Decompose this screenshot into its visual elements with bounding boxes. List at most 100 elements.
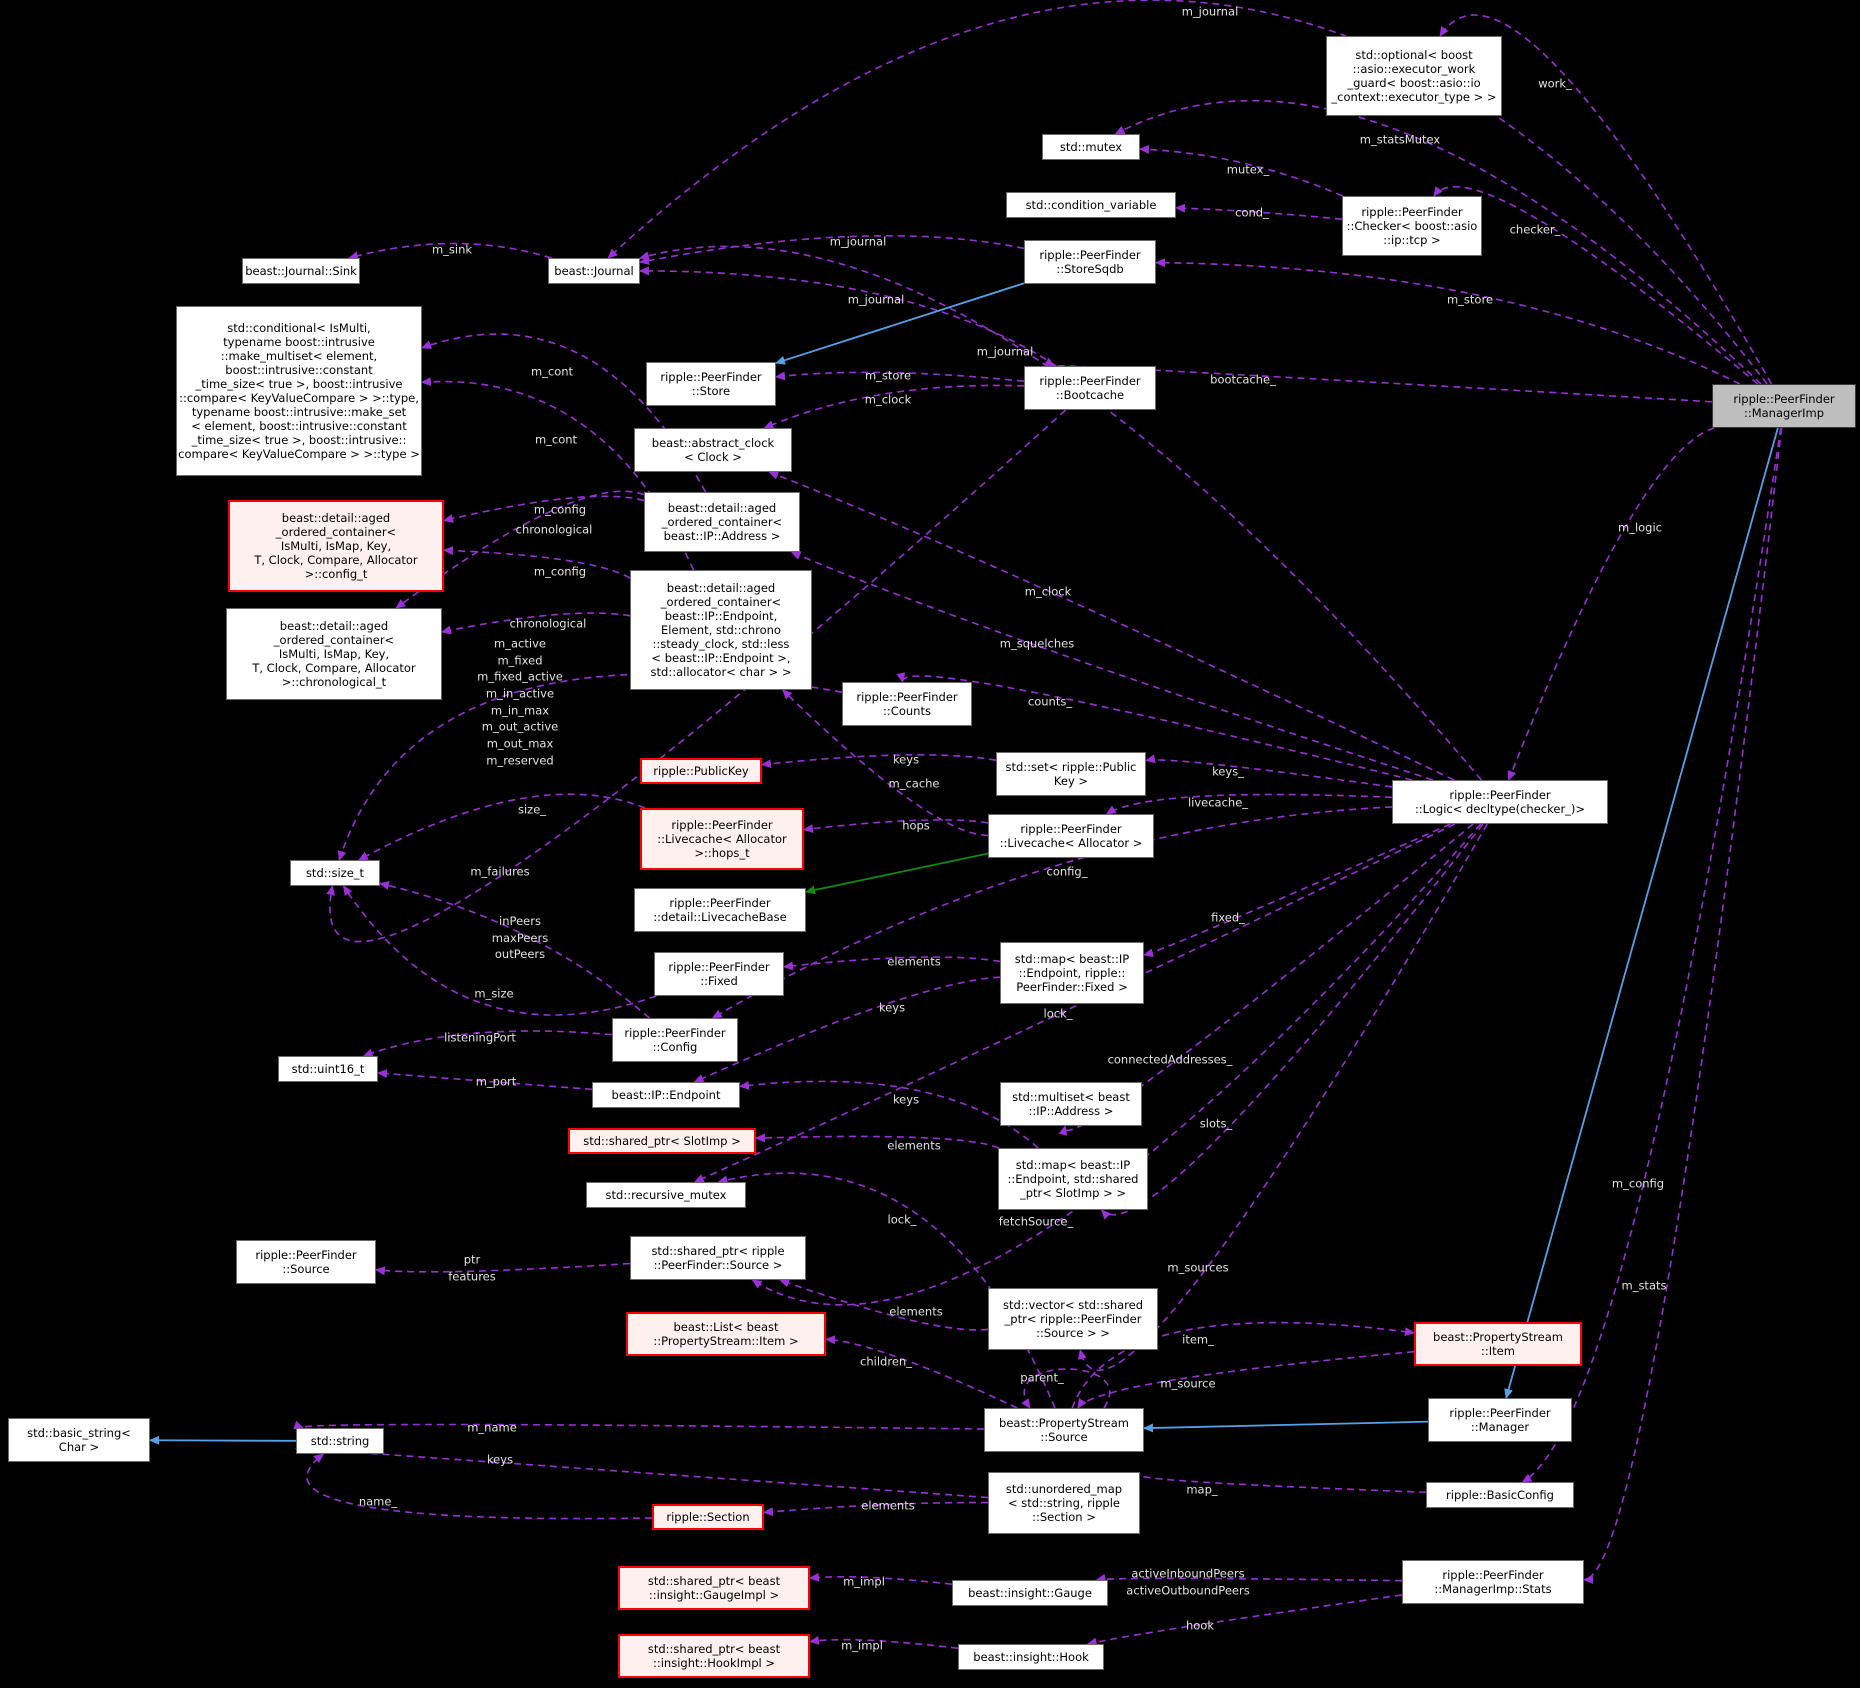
node-label-line: beast::IP::Address > xyxy=(663,529,781,543)
node-opt_work[interactable]: std::optional< boost::asio::executor_wor… xyxy=(1326,36,1502,116)
edge-bootcache-size_t xyxy=(326,409,1067,943)
node-hops_t[interactable]: ripple::PeerFinder::Livecache< Allocator… xyxy=(640,808,804,870)
edge-livecache-livecachebase xyxy=(805,852,989,895)
node-label-line: ripple::PeerFinder xyxy=(1449,1405,1551,1420)
node-label-line: ::compare< KeyValueCompare > >::type, xyxy=(179,391,419,405)
node-label-line: ripple::PublicKey xyxy=(653,763,749,778)
node-ps_source[interactable]: beast::PropertyStream::Source xyxy=(984,1408,1144,1452)
node-label-line: ripple::PeerFinder xyxy=(624,1025,726,1040)
node-label-line: ripple::Section xyxy=(666,1509,750,1524)
node-gaugeimpl[interactable]: std::shared_ptr< beast::insight::GaugeIm… xyxy=(618,1566,810,1610)
node-storesqdb[interactable]: ripple::PeerFinder::StoreSqdb xyxy=(1024,240,1156,284)
node-vector_source[interactable]: std::vector< std::shared_ptr< ripple::Pe… xyxy=(988,1288,1158,1350)
node-counts[interactable]: ripple::PeerFinder::Counts xyxy=(842,682,972,726)
node-livecache[interactable]: ripple::PeerFinder::Livecache< Allocator… xyxy=(988,814,1154,858)
node-uint16[interactable]: std::uint16_t xyxy=(278,1056,378,1082)
node-label-line: ripple::PeerFinder xyxy=(671,817,773,832)
node-map_slotimp[interactable]: std::map< beast::IP::Endpoint, std::shar… xyxy=(998,1148,1148,1210)
node-hook[interactable]: beast::insight::Hook xyxy=(958,1644,1104,1670)
node-label-line: < std::string, ripple xyxy=(1008,1495,1120,1510)
node-ps_item[interactable]: beast::PropertyStream::Item xyxy=(1414,1322,1582,1366)
node-label-line: ::steady_clock, std::less xyxy=(652,637,790,651)
node-pf_source[interactable]: ripple::PeerFinder::Source xyxy=(236,1240,376,1284)
node-label-line: std::shared_ptr< beast xyxy=(647,1641,781,1656)
node-pubkey[interactable]: ripple::PublicKey xyxy=(640,758,762,784)
edge-ps_source-list_item xyxy=(825,1335,1018,1409)
node-journal[interactable]: beast::Journal xyxy=(548,258,640,284)
node-sink[interactable]: beast::Journal::Sink xyxy=(242,258,360,284)
node-managerimp[interactable]: ripple::PeerFinder::ManagerImp xyxy=(1712,384,1856,428)
node-config_t[interactable]: beast::detail::aged_ordered_container<Is… xyxy=(228,500,444,592)
node-chrono_t[interactable]: beast::detail::aged_ordered_container<Is… xyxy=(226,608,442,700)
node-gauge[interactable]: beast::insight::Gauge xyxy=(952,1580,1108,1606)
node-label-line: ripple::PeerFinder xyxy=(660,369,762,384)
node-label-line: ::Section > xyxy=(1032,1510,1096,1524)
node-label-line: _context::executor_type > > xyxy=(1331,90,1497,105)
node-endpoint[interactable]: beast::IP::Endpoint xyxy=(592,1082,740,1108)
node-aged_endpoint[interactable]: beast::detail::aged_ordered_container<be… xyxy=(630,570,812,690)
node-fixed[interactable]: ripple::PeerFinder::Fixed xyxy=(654,952,784,996)
edge-unordered_map-string xyxy=(295,1442,989,1499)
node-label-line: ::PropertyStream::Item > xyxy=(653,1334,799,1348)
node-cond_var[interactable]: std::condition_variable xyxy=(1006,192,1176,218)
node-label-line: Element, std::chrono xyxy=(661,622,781,637)
node-hookimpl[interactable]: std::shared_ptr< beast::insight::HookImp… xyxy=(618,1634,810,1678)
node-checker[interactable]: ripple::PeerFinder::Checker< boost::asio… xyxy=(1342,196,1482,256)
node-label-line: Key > xyxy=(1053,774,1089,788)
edge-managerimp-basic_config xyxy=(1521,427,1782,1483)
node-list_item[interactable]: beast::List< beast::PropertyStream::Item… xyxy=(626,1312,826,1356)
node-store[interactable]: ripple::PeerFinder::Store xyxy=(646,362,776,406)
node-label-line: _ordered_container< xyxy=(661,514,783,529)
node-bootcache[interactable]: ripple::PeerFinder::Bootcache xyxy=(1024,366,1156,410)
node-unordered_map[interactable]: std::unordered_map< std::string, ripple:… xyxy=(988,1472,1140,1534)
node-label-line: std::optional< boost xyxy=(1355,47,1473,62)
node-label-line: ripple::PeerFinder xyxy=(1733,391,1835,406)
node-label-line: std::shared_ptr< beast xyxy=(647,1573,781,1588)
node-conditional[interactable]: std::conditional< IsMulti,typename boost… xyxy=(176,306,422,476)
edge-endpoint-uint16 xyxy=(377,1069,593,1091)
node-label-line: ::ManagerImp::Stats xyxy=(1434,1582,1552,1596)
node-basic_string[interactable]: std::basic_string<Char > xyxy=(8,1418,150,1462)
node-size_t[interactable]: std::size_t xyxy=(290,860,380,886)
edge-map_fixed-fixed xyxy=(783,956,1001,971)
edge-bootcache-journal xyxy=(639,266,1057,367)
node-map_fixed[interactable]: std::map< beast::IP::Endpoint, ripple::P… xyxy=(1000,942,1144,1004)
node-label-line: std::vector< std::shared xyxy=(1002,1297,1144,1312)
node-label-line: T, Clock, Compare, Allocator xyxy=(252,661,416,675)
node-label-line: ::Config xyxy=(652,1040,698,1054)
node-config[interactable]: ripple::PeerFinder::Config xyxy=(612,1018,738,1062)
edge-logic-map_slotimp xyxy=(1100,823,1484,1220)
node-multiset_addr[interactable]: std::multiset< beast::IP::Address > xyxy=(1000,1082,1142,1126)
node-sp_slotimp[interactable]: std::shared_ptr< SlotImp > xyxy=(568,1128,756,1154)
node-abstract_clock[interactable]: beast::abstract_clock< Clock > xyxy=(634,428,792,472)
edge-logic-sp_source xyxy=(751,823,1482,1306)
node-label-line: std::map< beast::IP xyxy=(1015,1157,1131,1172)
node-aged_addr[interactable]: beast::detail::aged_ordered_container<be… xyxy=(644,492,800,552)
node-manager[interactable]: ripple::PeerFinder::Manager xyxy=(1428,1398,1572,1442)
node-basic_config[interactable]: ripple::BasicConfig xyxy=(1426,1482,1574,1508)
node-label-line: beast::insight::Gauge xyxy=(968,1585,1092,1600)
node-label-line: ::Store xyxy=(691,384,731,398)
edge-logic-counts xyxy=(896,672,1413,781)
node-livecachebase[interactable]: ripple::PeerFinder::detail::LivecacheBas… xyxy=(634,888,806,932)
node-label-line: IsMulti, IsMap, Key, xyxy=(280,538,392,553)
node-sp_source[interactable]: std::shared_ptr< ripple::PeerFinder::Sou… xyxy=(630,1236,806,1280)
node-label-line: _ordered_container< xyxy=(275,524,397,539)
node-label-line: >::chronological_t xyxy=(281,675,387,690)
edge-aged_endpoint-chrono_t xyxy=(441,612,631,635)
node-stats[interactable]: ripple::PeerFinder::ManagerImp::Stats xyxy=(1402,1560,1584,1604)
node-label-line: std::allocator< char > > xyxy=(650,665,792,680)
node-label-line: std::set< ripple::Public xyxy=(1005,759,1137,774)
node-mutex[interactable]: std::mutex xyxy=(1042,134,1140,160)
node-string[interactable]: std::string xyxy=(296,1428,384,1454)
edge-bootcache-abstract_clock xyxy=(763,384,1025,429)
node-label-line: _ptr< ripple::PeerFinder xyxy=(1004,1311,1142,1326)
node-label-line: typename boost::intrusive::make_set xyxy=(191,405,407,420)
node-logic[interactable]: ripple::PeerFinder::Logic< decltype(chec… xyxy=(1392,780,1608,824)
node-label-line: ripple::PeerFinder xyxy=(1442,1567,1544,1582)
node-section[interactable]: ripple::Section xyxy=(652,1504,764,1530)
node-label-line: _ordered_container< xyxy=(273,632,395,647)
node-recursive_mutex[interactable]: std::recursive_mutex xyxy=(586,1182,746,1208)
node-label-line: ripple::PeerFinder xyxy=(1449,787,1551,802)
